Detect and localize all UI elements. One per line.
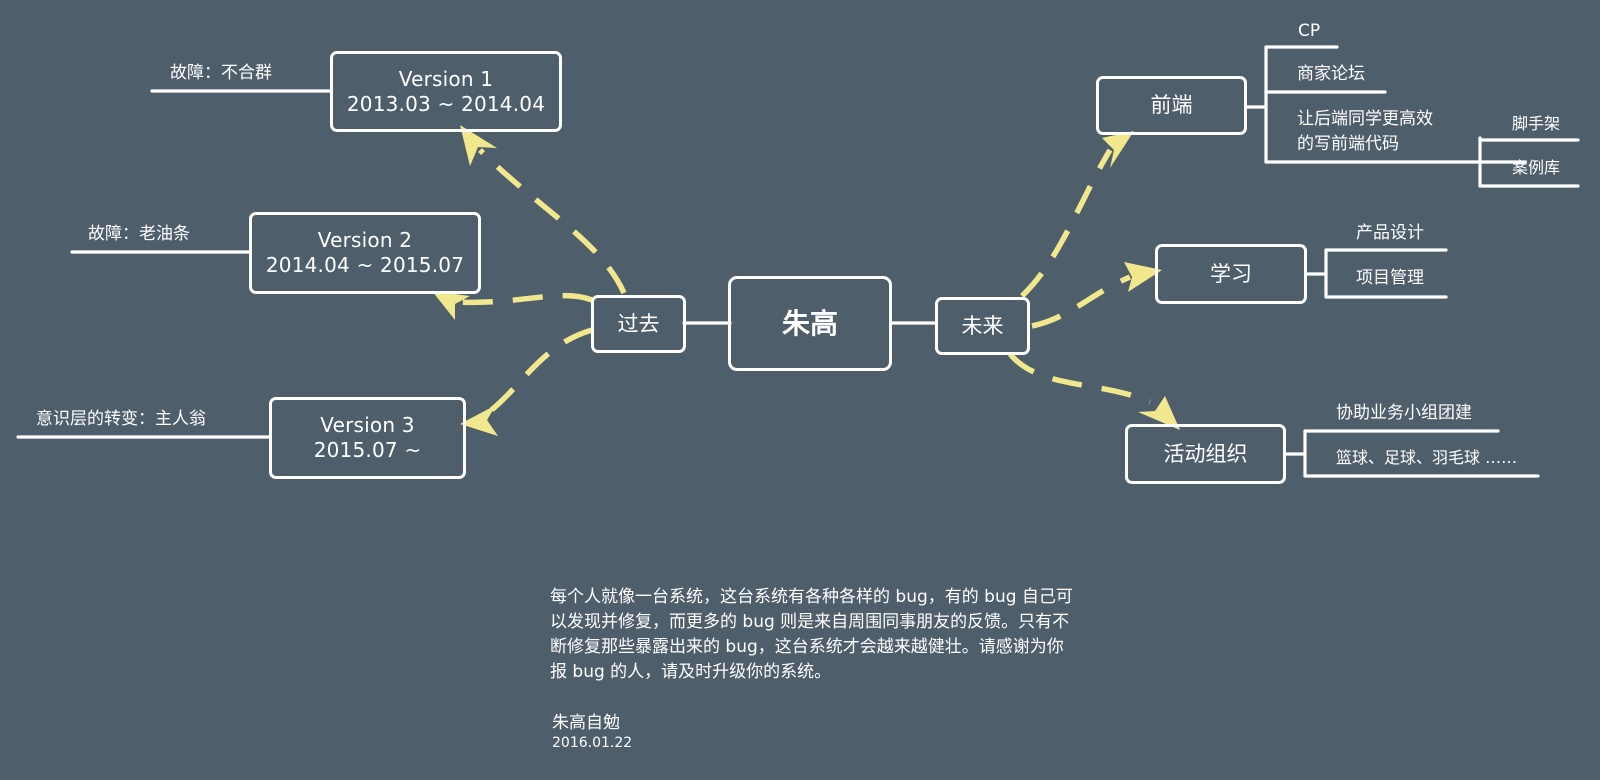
frontend-item-backend-efficiency: 让后端同学更高效 的写前端代码 <box>1297 109 1433 154</box>
future-node-label: 未来 <box>961 313 1004 338</box>
study-item-product-design: 产品设计 <box>1356 223 1424 243</box>
arrow-to-activities <box>1007 352 1152 405</box>
version-2-period: 2014.04 ~ 2015.07 <box>265 253 465 277</box>
frontend-item-cp: CP <box>1298 21 1321 41</box>
version-2-note: 故障：老油条 <box>88 224 190 244</box>
arrow-head-frontend <box>1102 131 1134 168</box>
arrow-to-version-1 <box>478 148 627 295</box>
frontend-item-forum: 商家论坛 <box>1297 64 1365 84</box>
frontend-sub-case-library: 案例库 <box>1512 158 1561 177</box>
center-node-label: 朱高 <box>781 307 838 340</box>
arrow-to-study <box>1031 274 1132 329</box>
activities-node[interactable]: 活动组织 <box>1125 424 1286 484</box>
arrow-head-activities <box>1138 396 1180 430</box>
activities-item-team-building: 协助业务小组团建 <box>1336 403 1472 423</box>
arrow-to-version-2 <box>457 292 593 306</box>
arrow-head-version-3 <box>460 405 498 436</box>
past-node-label: 过去 <box>617 311 660 336</box>
arrow-to-version-3 <box>483 327 593 418</box>
motto-paragraph: 每个人就像一台系统，这台系统有各种各样的 bug，有的 bug 自己可以发现并修… <box>550 585 1080 685</box>
signature: 朱高自勉 <box>552 713 620 733</box>
center-node[interactable]: 朱高 <box>728 276 892 371</box>
connector-frontend-sub-bracket <box>1478 136 1580 188</box>
version-3-note: 意识层的转变：主人翁 <box>36 409 206 429</box>
past-node[interactable]: 过去 <box>591 295 686 353</box>
version-2-title: Version 2 <box>317 228 413 252</box>
signature-date: 2016.01.22 <box>552 735 633 751</box>
activities-node-label: 活动组织 <box>1163 441 1248 466</box>
frontend-sub-scaffold: 脚手架 <box>1512 114 1561 133</box>
study-node[interactable]: 学习 <box>1155 244 1307 304</box>
version-2-node[interactable]: Version 2 2014.04 ~ 2015.07 <box>249 212 481 294</box>
version-1-node[interactable]: Version 1 2013.03 ~ 2014.04 <box>330 51 562 132</box>
connector-activities-bracket <box>1303 429 1540 478</box>
frontend-node[interactable]: 前端 <box>1096 76 1247 135</box>
study-node-label: 学习 <box>1210 261 1252 286</box>
connector-frontend-bracket <box>1264 45 1482 164</box>
version-1-title: Version 1 <box>398 66 494 91</box>
arrow-head-study <box>1124 262 1162 292</box>
arrow-head-version-1 <box>460 125 497 166</box>
version-1-note: 故障：不合群 <box>170 63 272 83</box>
version-1-period: 2013.03 ~ 2014.04 <box>346 91 546 116</box>
activities-item-sports: 篮球、足球、羽毛球 …… <box>1336 448 1518 467</box>
arrow-head-version-2 <box>432 291 470 320</box>
connector-study-bracket <box>1324 248 1448 299</box>
arrow-to-frontend <box>1020 148 1113 298</box>
frontend-node-label: 前端 <box>1150 93 1193 118</box>
version-3-title: Version 3 <box>320 413 415 437</box>
study-item-project-management: 项目管理 <box>1356 268 1424 288</box>
version-3-node[interactable]: Version 3 2015.07 ~ <box>269 397 466 479</box>
future-node[interactable]: 未来 <box>935 297 1030 355</box>
version-3-period: 2015.07 ~ <box>313 438 422 462</box>
motto-text: 每个人就像一台系统，这台系统有各种各样的 bug，有的 bug 自己可以发现并修… <box>550 587 1073 682</box>
